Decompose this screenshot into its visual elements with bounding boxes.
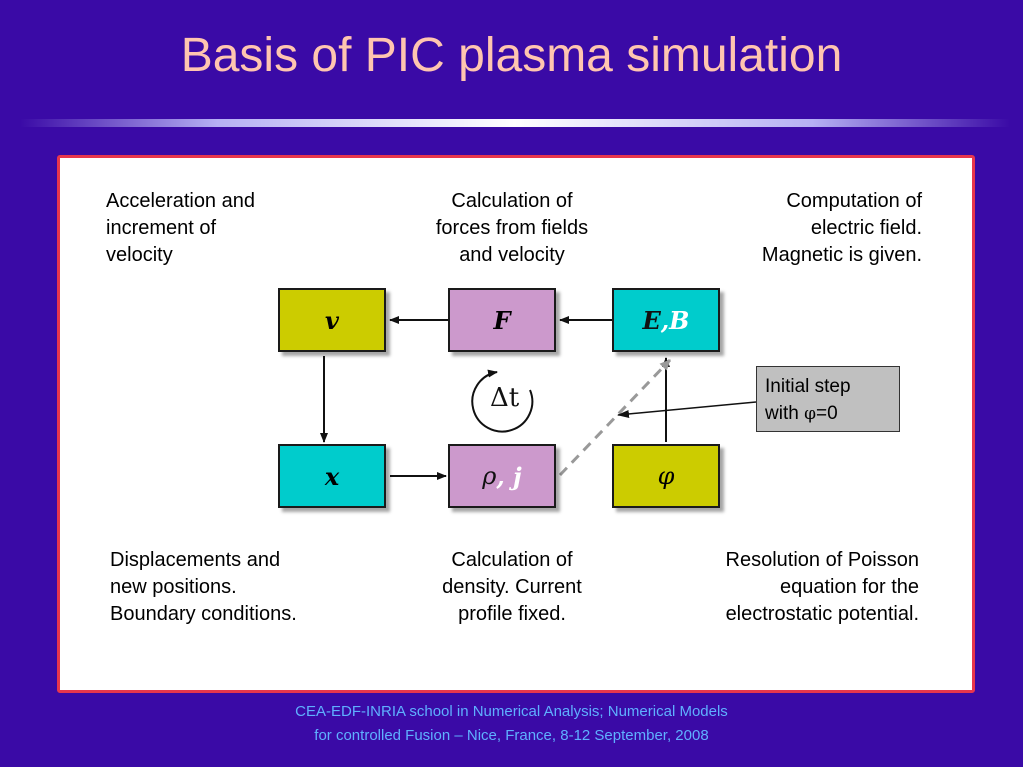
box-fields: E,B	[612, 288, 720, 352]
force-symbol: F	[493, 305, 511, 335]
velocity-symbol: v	[325, 305, 339, 335]
label-poisson: Resolution of Poisson equation for the e…	[725, 549, 919, 625]
label-displacements: Displacements and new positions. Boundar…	[110, 549, 297, 625]
initial-step-note: Initial step with φ=0	[756, 366, 900, 432]
box-force: F	[448, 288, 556, 352]
label-density: Calculation of density. Current profile …	[442, 549, 582, 625]
footer-line1: CEA-EDF-INRIA school in Numerical Analys…	[295, 703, 728, 720]
box-density: ρ, j	[448, 444, 556, 508]
magnetic-field-symbol: ,B	[660, 305, 690, 335]
label-electric-field: Computation of electric field. Magnetic …	[761, 190, 922, 266]
label-acceleration: Acceleration and increment of velocity	[106, 190, 255, 266]
electric-field-symbol: E	[642, 305, 661, 335]
title-divider	[20, 119, 1010, 127]
note-equals-zero: =0	[815, 403, 838, 424]
slide-title: Basis of PIC plasma simulation	[180, 29, 843, 82]
potential-symbol: φ	[657, 462, 675, 490]
note-line2: with φ=0	[765, 400, 891, 428]
position-symbol: x	[324, 461, 340, 491]
arrow-rho-to-eb-dashed	[558, 358, 672, 477]
note-line1: Initial step	[765, 376, 851, 397]
note-pointer-arrow	[617, 401, 757, 418]
box-position: x	[278, 444, 386, 508]
footer-line2: for controlled Fusion – Nice, France, 8-…	[314, 727, 709, 744]
cycle-label: Δt	[490, 383, 520, 413]
cycle-arrow	[471, 369, 534, 433]
note-phi-symbol: φ	[804, 404, 816, 424]
label-forces: Calculation of forces from fields and ve…	[435, 190, 589, 266]
density-symbol: ρ	[482, 462, 497, 490]
current-symbol: , j	[496, 461, 522, 491]
box-velocity: v	[278, 288, 386, 352]
note-with-text: with	[765, 403, 805, 424]
box-potential: φ	[612, 444, 720, 508]
